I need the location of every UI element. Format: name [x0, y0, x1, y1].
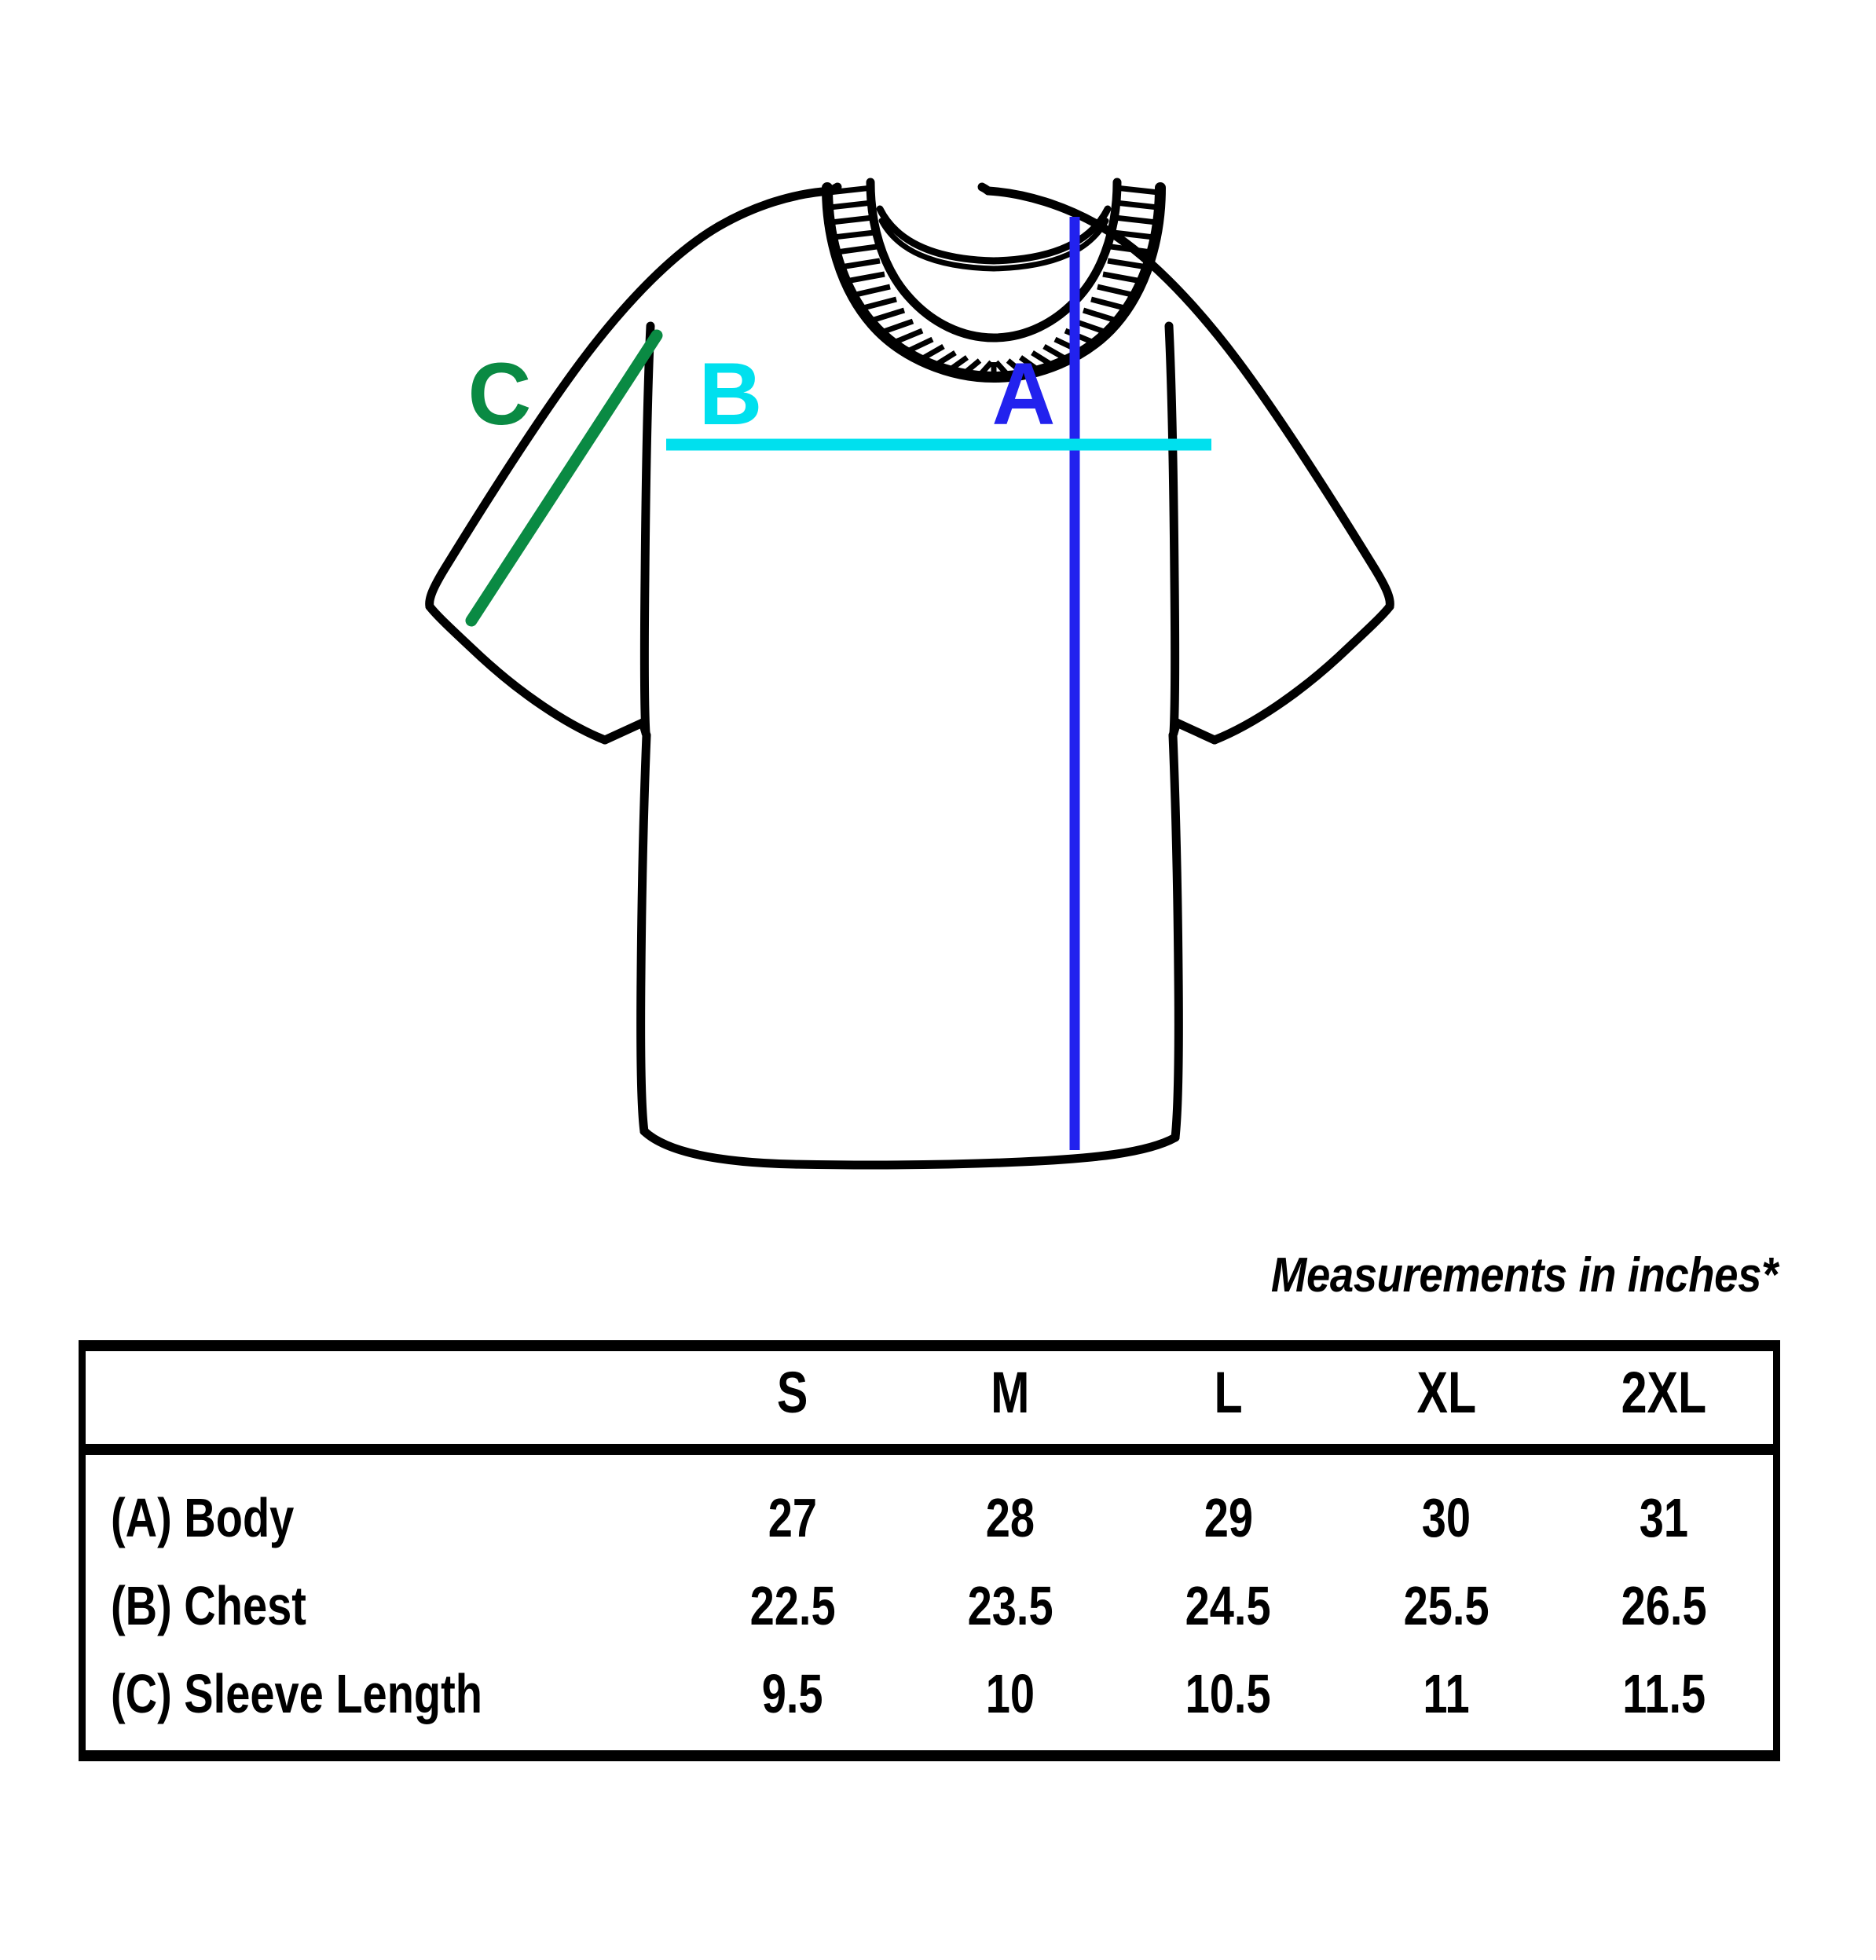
header-label-2xl: 2XL — [1621, 1359, 1707, 1425]
table-top-border — [79, 1340, 1780, 1351]
tshirt-illustration: C B A — [425, 178, 1394, 1170]
units-note: Measurements in inches* — [1271, 1248, 1778, 1302]
header-cell-xl: XL — [1337, 1340, 1555, 1444]
tshirt-outline — [425, 182, 1394, 1170]
label-c: C — [468, 345, 532, 443]
cell-sleeve-l: 10.5 — [1185, 1663, 1271, 1724]
table-header-divider — [79, 1444, 1780, 1455]
cell-body-m: 28 — [985, 1487, 1035, 1548]
header-cell-l: L — [1119, 1340, 1337, 1444]
row-label-sleeve-length: (C) Sleeve Length — [111, 1663, 482, 1724]
cell-chest-s: 22.5 — [749, 1575, 836, 1636]
header-cell-m: M — [901, 1340, 1119, 1444]
header-label-l: L — [1214, 1359, 1243, 1425]
cell-sleeve-s: 9.5 — [761, 1663, 823, 1724]
table-row: (A) Body 27 28 29 30 31 — [86, 1444, 1773, 1562]
table-bottom-border — [79, 1750, 1780, 1761]
header-label-xl: XL — [1416, 1359, 1476, 1425]
cell-sleeve-2xl: 11.5 — [1622, 1663, 1706, 1724]
cell-body-xl: 30 — [1421, 1487, 1471, 1548]
header-cell-measurement — [86, 1340, 683, 1444]
measure-line-c — [465, 329, 663, 627]
cell-sleeve-m: 10 — [985, 1663, 1035, 1724]
cell-chest-m: 23.5 — [967, 1575, 1053, 1636]
cell-sleeve-xl: 11 — [1423, 1663, 1470, 1724]
table-header-row: S M L XL 2XL — [86, 1340, 1773, 1444]
row-label-body: (A) Body — [111, 1487, 295, 1548]
table-row: (C) Sleeve Length 9.5 10 10.5 11 11.5 — [86, 1650, 1773, 1738]
header-label-s: S — [776, 1359, 808, 1425]
size-table: S M L XL 2XL (A) Body 27 28 29 30 31 (B) — [79, 1340, 1780, 1761]
cell-body-l: 29 — [1204, 1487, 1253, 1548]
header-cell-2xl: 2XL — [1555, 1340, 1773, 1444]
cell-body-s: 27 — [768, 1487, 817, 1548]
cell-body-2xl: 31 — [1640, 1487, 1689, 1548]
row-label-chest: (B) Chest — [111, 1575, 306, 1636]
cell-chest-l: 24.5 — [1185, 1575, 1271, 1636]
header-cell-s: S — [683, 1340, 901, 1444]
label-a: A — [992, 345, 1056, 443]
label-b: B — [699, 345, 763, 443]
cell-chest-2xl: 26.5 — [1621, 1575, 1707, 1636]
table-row: (B) Chest 22.5 23.5 24.5 25.5 26.5 — [86, 1562, 1773, 1650]
cell-chest-xl: 25.5 — [1403, 1575, 1489, 1636]
header-label-m: M — [991, 1359, 1030, 1425]
